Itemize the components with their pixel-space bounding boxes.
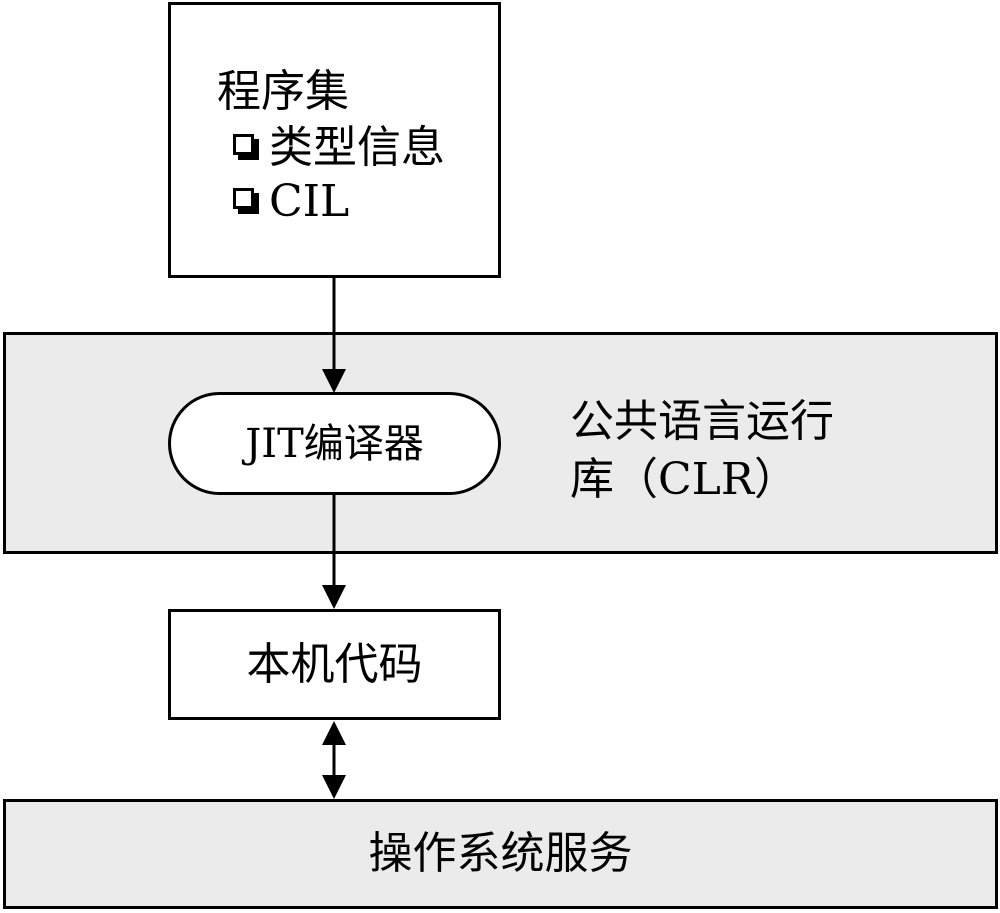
arrowhead-down-icon	[322, 369, 346, 393]
arrowhead-down-icon	[322, 585, 346, 609]
assembly-item-label: CIL	[269, 176, 350, 227]
arrowhead-up-icon	[322, 721, 346, 745]
native-code-box: 本机代码	[168, 609, 501, 720]
assembly-item-cil: CIL	[233, 180, 349, 224]
native-code-label: 本机代码	[246, 638, 423, 690]
jit-compiler-node: JIT编译器	[168, 392, 501, 495]
assembly-title: 程序集	[217, 66, 349, 117]
checkbox-icon	[233, 134, 261, 162]
checkbox-icon	[233, 188, 261, 216]
assembly-item-label: 类型信息	[269, 122, 445, 173]
clr-label-line1: 公共语言运行	[570, 396, 834, 447]
jit-compiler-label: JIT编译器	[245, 420, 424, 467]
os-services-box: 操作系统服务	[3, 799, 998, 909]
arrowhead-down-icon	[322, 775, 346, 799]
assembly-box: 程序集 类型信息 CIL	[168, 2, 501, 278]
os-services-label: 操作系统服务	[368, 828, 633, 879]
clr-label-line2: 库（CLR）	[570, 454, 799, 505]
assembly-item-type-info: 类型信息	[233, 126, 445, 170]
